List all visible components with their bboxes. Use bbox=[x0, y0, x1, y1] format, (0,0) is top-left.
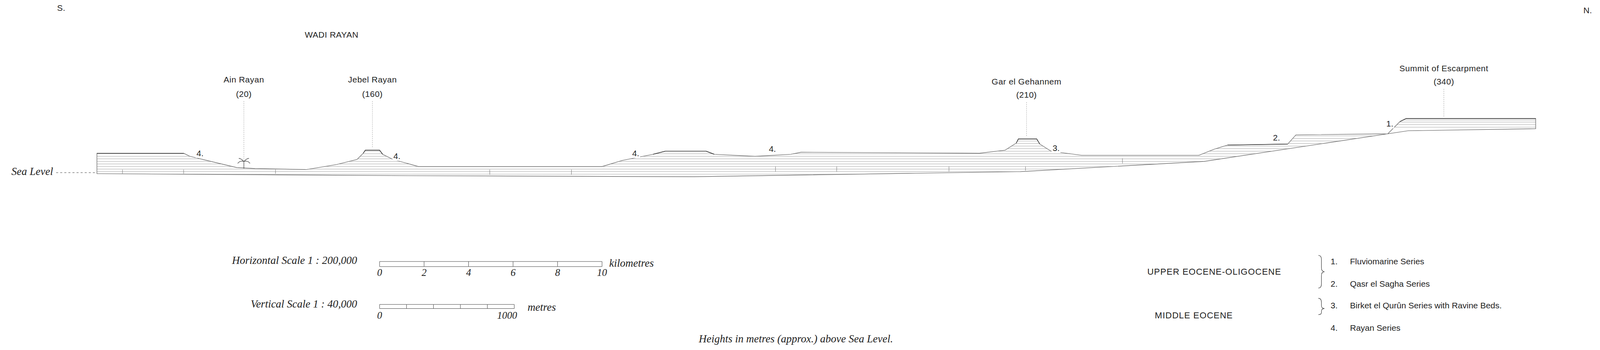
series-number: 4. bbox=[631, 148, 641, 158]
height-value: (210) bbox=[1016, 90, 1038, 100]
region-name: WADI RAYAN bbox=[304, 30, 359, 40]
direction-label: S. bbox=[57, 3, 66, 13]
horizontal-scale-bar bbox=[379, 261, 602, 267]
legend-brace bbox=[1318, 255, 1325, 315]
series-number: 2. bbox=[1272, 133, 1282, 143]
series-number: 4. bbox=[392, 151, 402, 161]
scale-tick: 8 bbox=[555, 266, 561, 278]
epoch-label: MIDDLE EOCENE bbox=[1154, 310, 1233, 320]
direction-label: N. bbox=[1583, 5, 1592, 15]
height-value: (20) bbox=[236, 89, 252, 99]
series-number: 3. bbox=[1052, 143, 1061, 153]
place-name: Ain Rayan bbox=[223, 74, 264, 84]
series-number: 4. bbox=[195, 148, 205, 158]
legend-text: Rayan Series bbox=[1350, 322, 1401, 332]
sea-level-line bbox=[56, 172, 97, 173]
scale-unit: metres bbox=[527, 301, 556, 314]
scale-tick: 6 bbox=[510, 266, 516, 278]
scale-tick: 4 bbox=[466, 266, 472, 278]
series-number: 1. bbox=[1385, 118, 1395, 128]
place-name: Jebel Rayan bbox=[348, 74, 397, 84]
epoch-label: UPPER EOCENE-OLIGOCENE bbox=[1147, 266, 1282, 276]
vertical-scale-bar bbox=[379, 304, 515, 308]
scale-tick: 0 bbox=[377, 310, 383, 322]
section-outline bbox=[96, 118, 1536, 177]
legend-number: 1. bbox=[1330, 256, 1338, 266]
leader-lines bbox=[244, 88, 1444, 160]
series-number: 4. bbox=[768, 144, 777, 154]
spring-symbol bbox=[237, 158, 250, 169]
place-name: Summit of Escarpment bbox=[1399, 63, 1488, 73]
legend-text: Birket el Qurûn Series with Ravine Beds. bbox=[1350, 300, 1502, 310]
legend-number: 3. bbox=[1330, 300, 1338, 310]
caption: Heights in metres (approx.) above Sea Le… bbox=[698, 332, 893, 345]
strata bbox=[92, 120, 1541, 175]
height-value: (160) bbox=[362, 89, 383, 99]
scale-title: Horizontal Scale 1 : 200,000 bbox=[232, 254, 358, 267]
legend-text: Qasr el Sagha Series bbox=[1350, 279, 1430, 289]
place-name: Gar el Gehannem bbox=[991, 77, 1062, 87]
scale-tick: 2 bbox=[421, 266, 427, 278]
hill-caps bbox=[96, 118, 1536, 154]
legend-number: 4. bbox=[1330, 322, 1338, 332]
legend-number: 2. bbox=[1330, 279, 1338, 289]
height-value: (340) bbox=[1433, 77, 1455, 87]
scale-title: Vertical Scale 1 : 40,000 bbox=[250, 298, 358, 310]
scale-tick: 10 bbox=[597, 266, 608, 278]
legend-text: Fluviomarine Series bbox=[1350, 256, 1425, 266]
sea-level-label: Sea Level bbox=[11, 165, 53, 178]
scale-unit: kilometres bbox=[609, 257, 654, 270]
scale-tick: 1000 bbox=[497, 310, 518, 322]
scale-tick: 0 bbox=[377, 266, 383, 278]
